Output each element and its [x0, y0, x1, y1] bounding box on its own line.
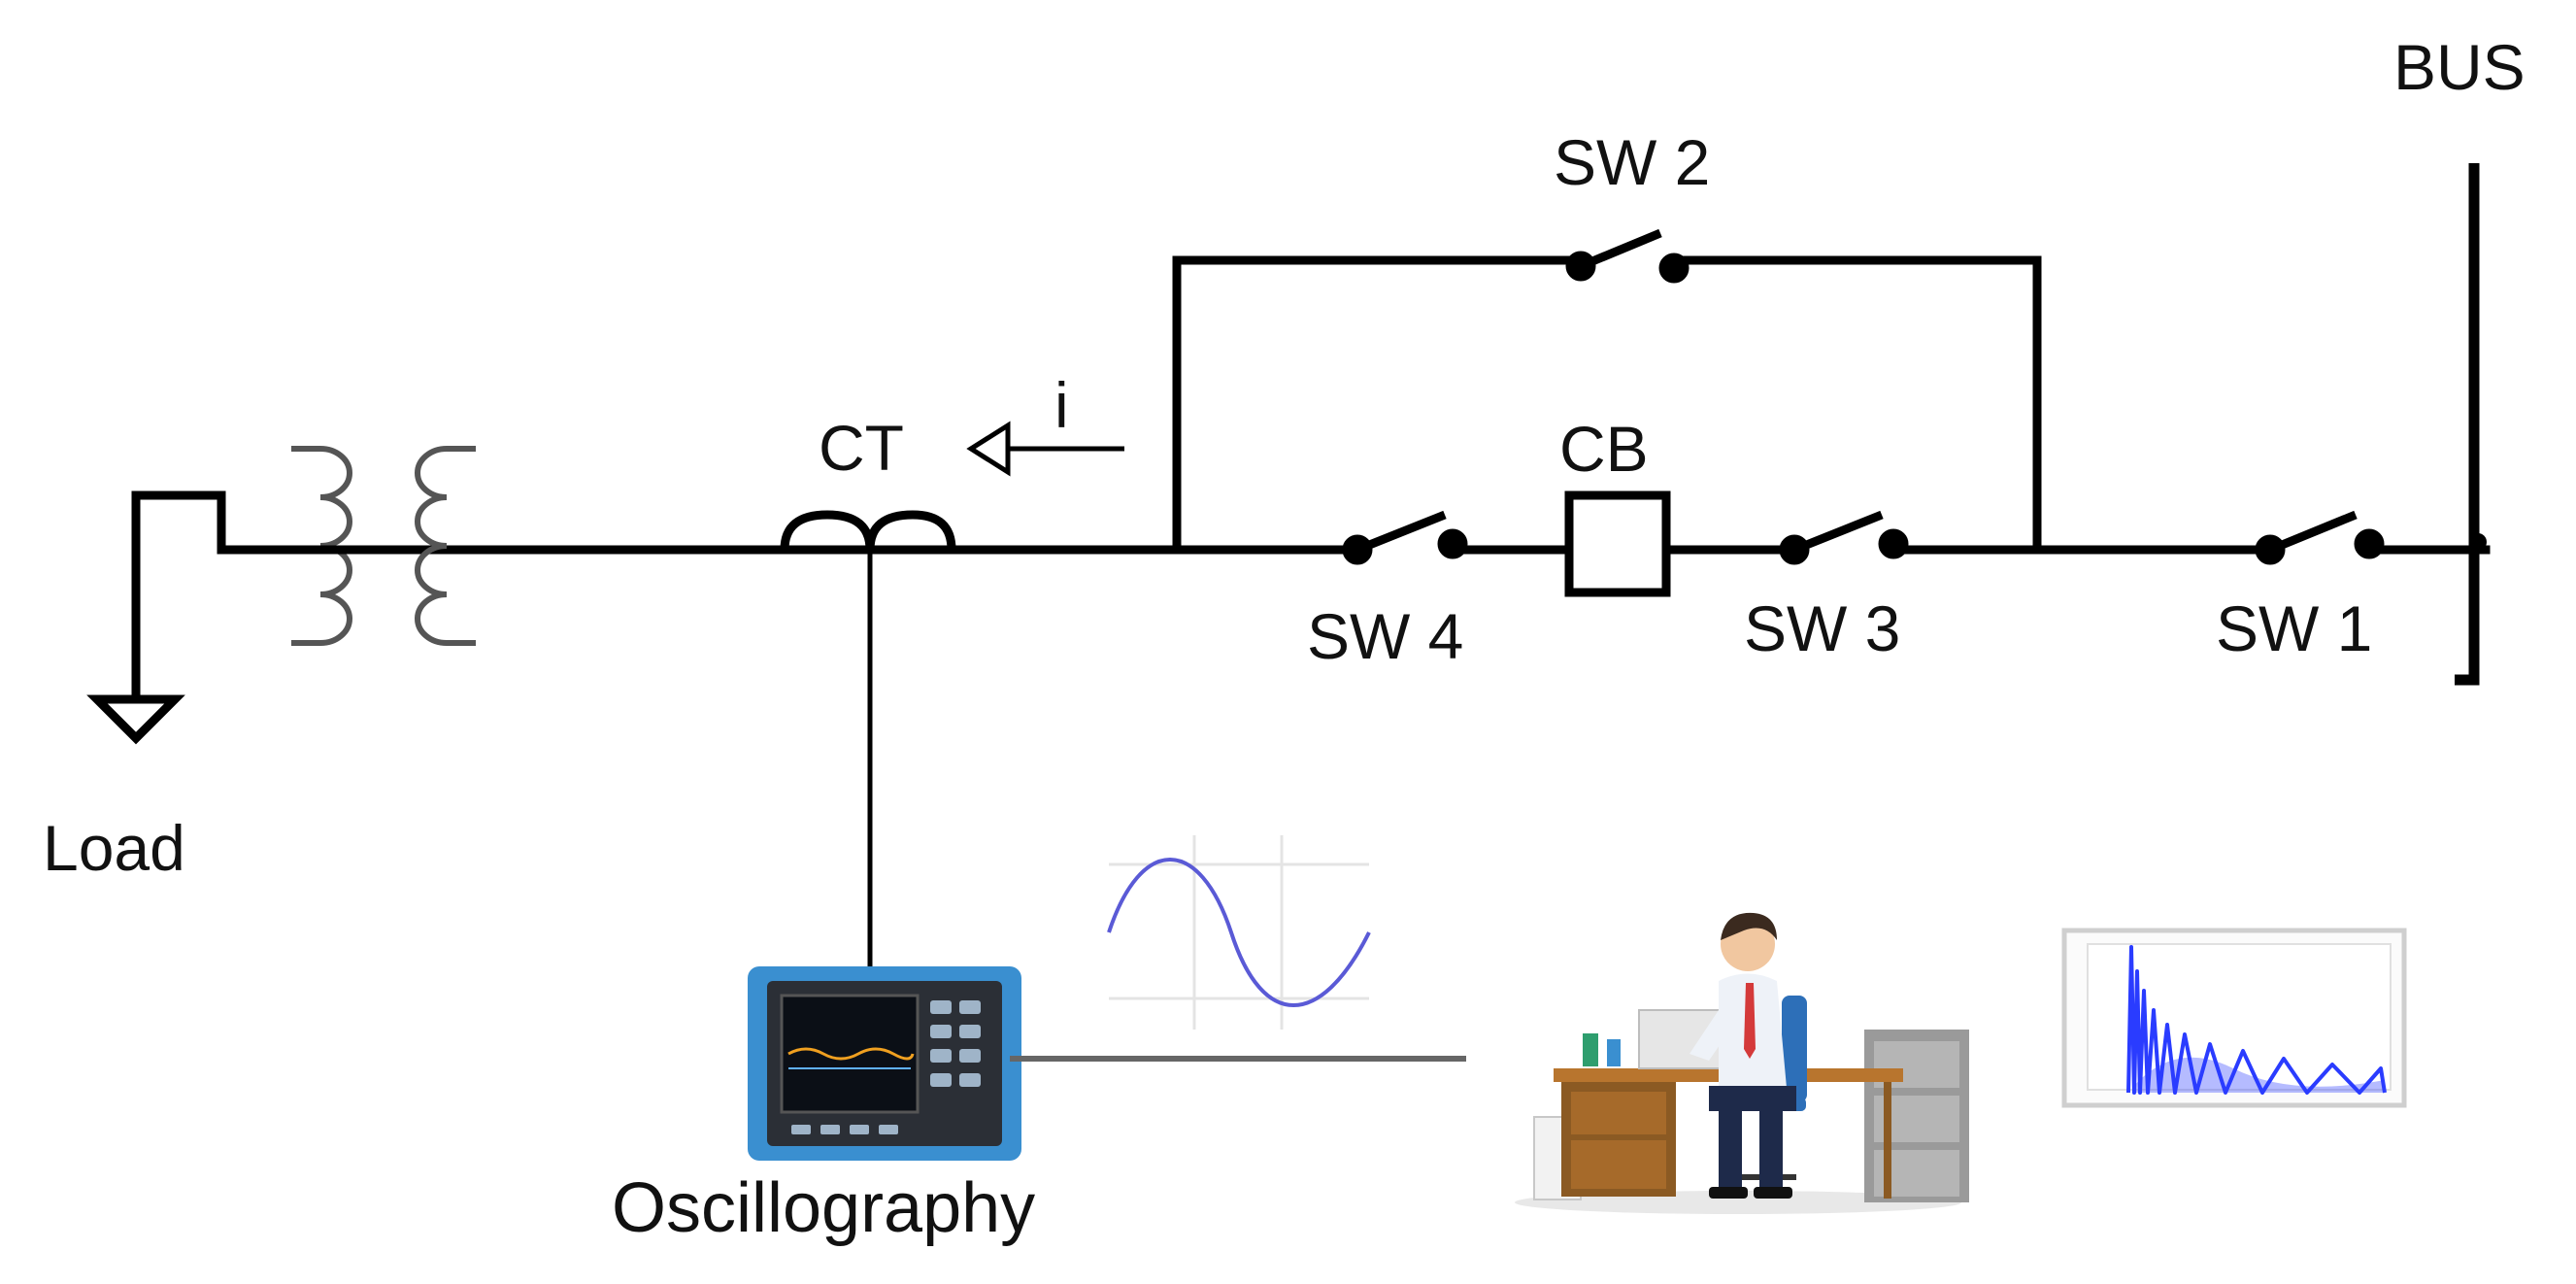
load-label: Load	[43, 812, 185, 884]
bus-junction	[2469, 533, 2487, 551]
ct-label: CT	[819, 412, 904, 484]
sw2-label: SW 2	[1554, 126, 1710, 198]
bus-bar	[2455, 163, 2480, 686]
conductors	[131, 255, 2491, 704]
sw1-label: SW 1	[2216, 592, 2372, 664]
sw4-switch	[1342, 510, 1468, 565]
oscillography-label: Oscillography	[612, 1169, 1035, 1247]
engineer-at-desk-icon	[1515, 912, 1969, 1214]
bypass-left	[1172, 255, 1586, 555]
sw4-label: SW 4	[1307, 600, 1463, 672]
oscillograph-device-icon	[748, 966, 1021, 1161]
sw1-switch	[2255, 510, 2385, 565]
sw2-switch	[1565, 228, 1689, 284]
current-label: i	[1054, 369, 1069, 441]
circuit-breaker-box	[1564, 490, 1671, 597]
cb-label: CB	[1559, 413, 1649, 485]
current-transformer	[780, 510, 956, 555]
sw3-label: SW 3	[1744, 592, 1900, 664]
sine-wave-icon	[1107, 835, 1371, 1030]
decaying-signal-plot-icon	[2061, 928, 2407, 1108]
current-arrow	[966, 421, 1124, 477]
sw3-switch	[1779, 510, 1909, 565]
load-ground-symbol	[86, 694, 185, 745]
bus-label: BUS	[2393, 31, 2526, 103]
load-lead	[131, 490, 296, 704]
bypass-right	[1669, 255, 2042, 555]
